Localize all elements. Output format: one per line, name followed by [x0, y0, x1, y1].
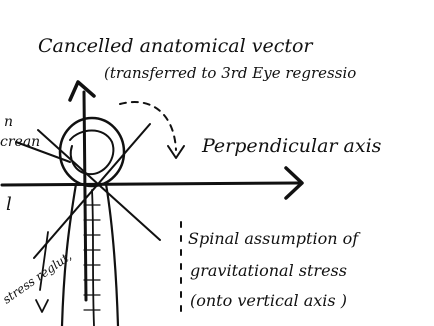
- stress-arrowhead: [36, 300, 48, 312]
- spine-line: [92, 190, 94, 326]
- left-mid-fragment: l: [6, 194, 12, 215]
- cancelled-vector-label: Cancelled anatomical vector: [38, 35, 314, 57]
- spinal-line-1: Spinal assumption of: [188, 229, 361, 248]
- perpendicular-axis-arrow: [2, 183, 298, 185]
- spinal-line-2: gravitational stress: [190, 261, 347, 280]
- body-outline-right: [106, 184, 118, 326]
- left-top-fragment-2: crean: [0, 134, 40, 150]
- vertical-vector-arrow: [84, 92, 86, 300]
- left-top-fragment: n: [4, 114, 13, 130]
- transferred-label: (transferred to 3rd Eye regressio: [104, 64, 356, 82]
- perpendicular-label: Perpendicular axis: [201, 135, 382, 157]
- spinal-line-3: (onto vertical axis ): [190, 291, 347, 310]
- head-scribble: [70, 131, 113, 175]
- vertical-arrowhead: [70, 82, 94, 100]
